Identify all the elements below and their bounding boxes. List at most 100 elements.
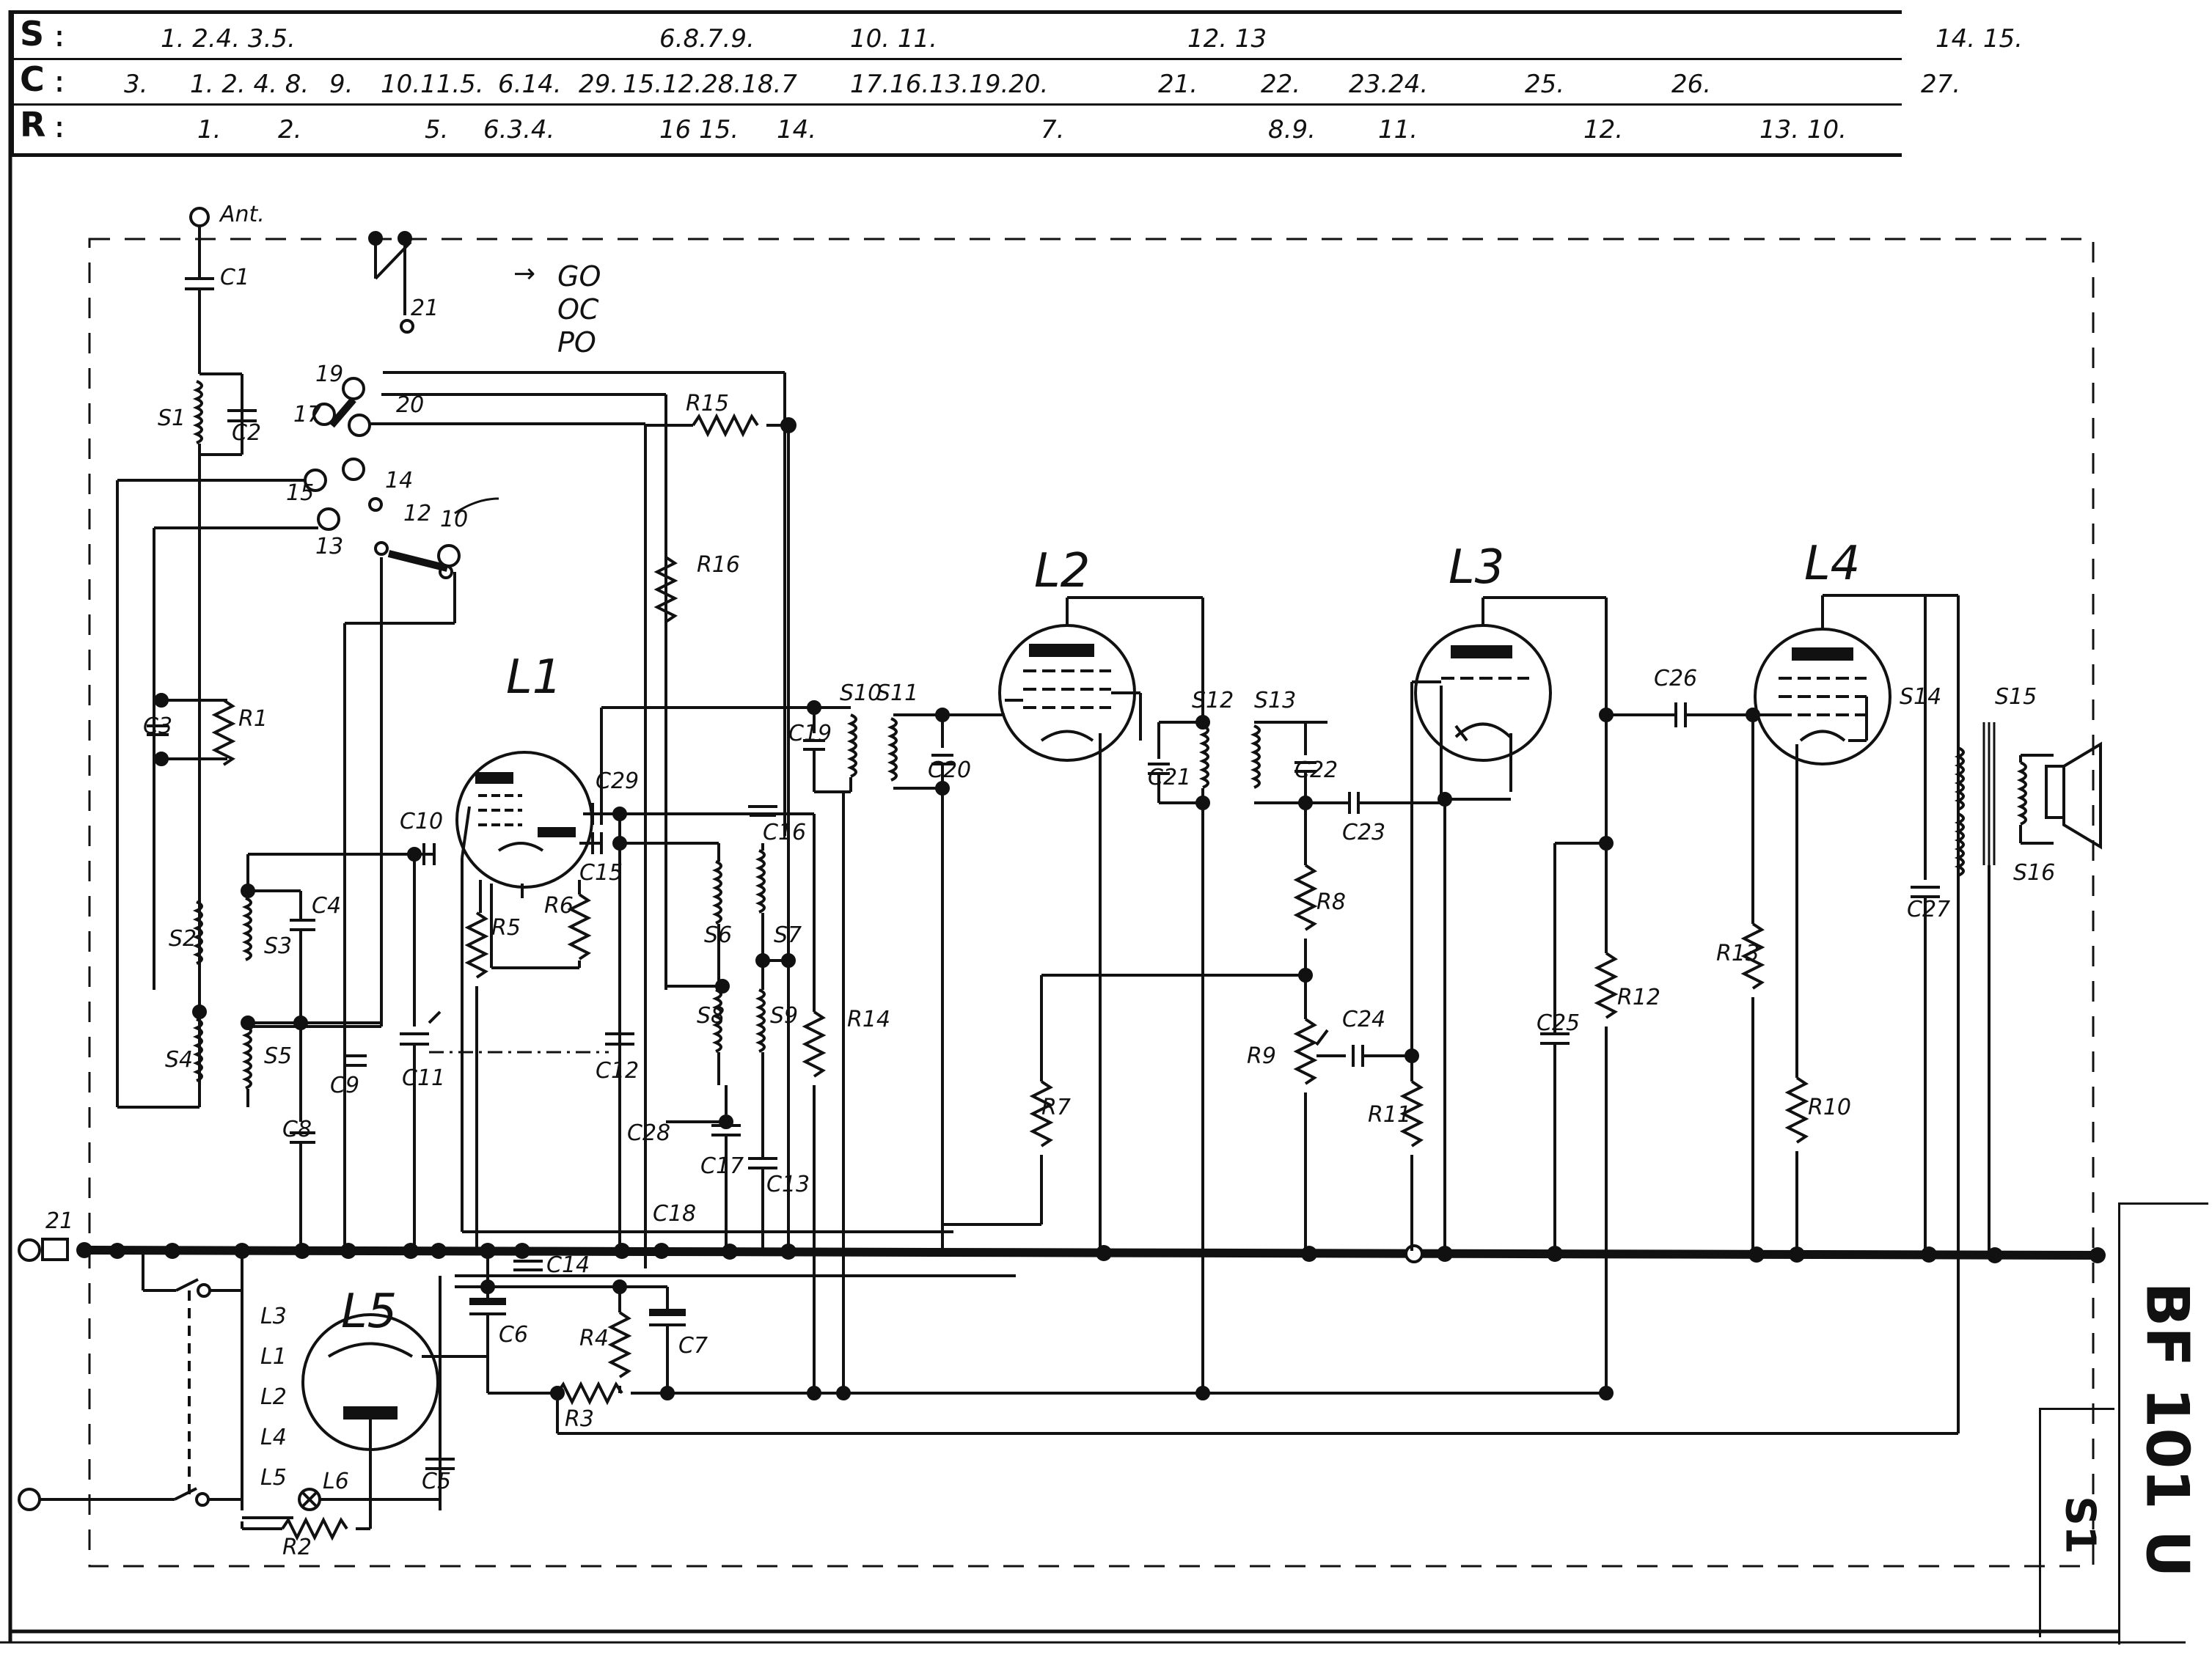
c19-label: C19: [788, 721, 832, 746]
tube-l4-label: L4: [1804, 537, 1860, 591]
l3-output: [1540, 702, 1760, 1400]
r-group: 12.: [1583, 115, 1624, 144]
switch-contact-15: 15: [286, 480, 314, 506]
ground-bus: [76, 1242, 2106, 1263]
r13-label: R13: [1716, 941, 1759, 966]
r-group: 1.: [197, 115, 221, 144]
c20-label: C20: [928, 757, 971, 783]
heater-l1-label: L1: [260, 1344, 287, 1370]
model-code: BF 101 U: [2133, 1282, 2202, 1578]
c18-label: C18: [653, 1201, 696, 1227]
r11-label: R11: [1368, 1102, 1411, 1128]
c-group: 22.: [1261, 70, 1301, 99]
s7-label: S7: [774, 922, 802, 948]
switch-contact-10: 10: [440, 507, 468, 532]
c13-label: C13: [766, 1172, 810, 1197]
c-group: 9.: [329, 70, 354, 99]
s-group: 14. 15.: [1936, 24, 2023, 54]
s1-label: S1: [158, 405, 186, 431]
c1-label: C1: [220, 265, 249, 290]
c-group: 25.: [1525, 70, 1565, 99]
c17-label: C17: [700, 1153, 744, 1179]
mains-input: [18, 1238, 242, 1511]
band-po: PO: [557, 326, 596, 359]
heater-l4-label: L4: [260, 1425, 287, 1450]
s5-label: S5: [264, 1043, 292, 1069]
s13-label: S13: [1254, 688, 1296, 713]
s15-label: S15: [1995, 684, 2037, 710]
heater-l5-label: L5: [260, 1465, 287, 1491]
tube-l1: [455, 751, 953, 1251]
antenna-label: Ant.: [219, 202, 265, 227]
c14-label: C14: [546, 1252, 590, 1278]
switch-contact-17: 17: [293, 402, 321, 427]
r14-label: R14: [847, 1007, 890, 1032]
c-group: 21.: [1158, 70, 1198, 99]
r-group: 6.3.4.: [483, 115, 555, 144]
r-group: 7.: [1041, 115, 1065, 144]
heater-l2-label: L2: [260, 1384, 287, 1410]
heater-l3-label: L3: [260, 1304, 287, 1329]
s3-label: S3: [264, 933, 292, 959]
tube-l4: [1743, 594, 1960, 1415]
sheet-frame: [0, 10, 2186, 1644]
s11-label: S11: [876, 680, 918, 706]
r15-label: R15: [686, 391, 729, 416]
c6-label: C6: [499, 1322, 528, 1348]
switch-contact-20: 20: [396, 392, 424, 418]
antenna-circuit: [185, 207, 257, 1107]
sheet-box: [2039, 1408, 2114, 1637]
l6-label: L6: [323, 1469, 349, 1494]
r-group: 5.: [425, 115, 449, 144]
index-row-s: S : 1. 2.4. 3.5. 6.8.7.9. 10. 11. 12. 13…: [14, 14, 2023, 60]
r2-label: R2: [282, 1535, 312, 1560]
r-group: 13. 10.: [1759, 115, 1847, 144]
chassis-outline: [88, 238, 2095, 1568]
tube-l3-label: L3: [1449, 540, 1504, 595]
tube-l2-label: L2: [1034, 544, 1090, 598]
r9-label: R9: [1247, 1043, 1276, 1069]
switch-contact-13: 13: [315, 534, 343, 559]
switch-contact-14: 14: [385, 468, 413, 493]
tube-l3: [1410, 596, 1608, 1251]
c9-label: C9: [330, 1073, 359, 1098]
c-group: 26.: [1671, 70, 1712, 99]
row-colon: :: [51, 111, 69, 144]
s-group: 1. 2.4. 3.5.: [161, 24, 296, 54]
title-block: [2118, 1202, 2208, 1645]
row-letter-c: C: [20, 59, 45, 99]
c-group: 1. 2. 4. 8.: [190, 70, 310, 99]
c23-label: C23: [1342, 820, 1385, 845]
c12-label: C12: [596, 1058, 639, 1084]
r3-label: R3: [565, 1406, 594, 1432]
s2-label: S2: [169, 926, 197, 952]
c21-label: C21: [1148, 765, 1191, 790]
r5-label: R5: [491, 915, 521, 941]
r-group: 14.: [777, 115, 817, 144]
index-row-r: R : 1. 2. 5. 6.3.4. 16 15. 14. 7. 8.9. 1…: [14, 105, 1902, 150]
c25-label: C25: [1537, 1010, 1580, 1036]
row-letter-r: R: [20, 105, 46, 144]
c16-label: C16: [763, 820, 806, 845]
s6-label: S6: [704, 922, 732, 948]
r-group: 8.9.: [1268, 115, 1316, 144]
band-switch: [116, 231, 786, 1268]
r-group: 2.: [278, 115, 302, 144]
s14-label: S14: [1900, 684, 1941, 710]
sheet-id: S1: [2056, 1496, 2104, 1554]
tube-l1-label: L1: [506, 650, 562, 705]
r1-label: R1: [238, 706, 268, 732]
c-group: 10.11.5.: [381, 70, 484, 99]
r7-label: R7: [1041, 1095, 1071, 1120]
s9-label: S9: [770, 1003, 798, 1029]
c11-label: C11: [402, 1065, 445, 1091]
tuning-section: [248, 843, 634, 1251]
c22-label: C22: [1294, 757, 1338, 783]
s-group: 12. 13: [1187, 24, 1267, 54]
r-group: 16 15.: [659, 115, 739, 144]
mains-contact-label: 21: [45, 1208, 73, 1234]
switch-contact-19: 19: [315, 361, 343, 387]
band-arrow: →: [513, 259, 535, 289]
c-group: 15.12.28.18.7: [623, 70, 797, 99]
r12-label: R12: [1617, 985, 1660, 1010]
